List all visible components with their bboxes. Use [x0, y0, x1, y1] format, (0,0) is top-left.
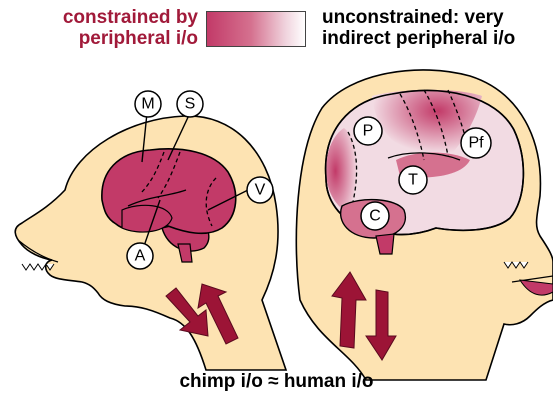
human-parietal-label: P [354, 117, 382, 145]
caption: chimp i/o ≈ human i/o [0, 371, 553, 393]
chimp-auditory-label: A [127, 243, 153, 269]
svg-text:P: P [363, 123, 374, 140]
svg-text:S: S [185, 96, 196, 113]
chimp-visual-label: V [247, 177, 273, 203]
human-temporal-label: T [399, 166, 427, 194]
svg-text:T: T [408, 172, 418, 189]
svg-text:V: V [255, 182, 266, 199]
svg-text:C: C [369, 208, 381, 225]
human-cerebellum-label: C [361, 202, 389, 230]
human-prefrontal-label: Pf [461, 128, 491, 158]
chimp-somatosensory-label: S [177, 91, 203, 117]
svg-text:Pf: Pf [468, 135, 484, 152]
svg-text:M: M [141, 96, 154, 113]
human-teeth [504, 262, 528, 268]
svg-text:A: A [135, 248, 146, 265]
chimp-motor-label: M [135, 91, 161, 117]
chimp-teeth [22, 264, 54, 270]
